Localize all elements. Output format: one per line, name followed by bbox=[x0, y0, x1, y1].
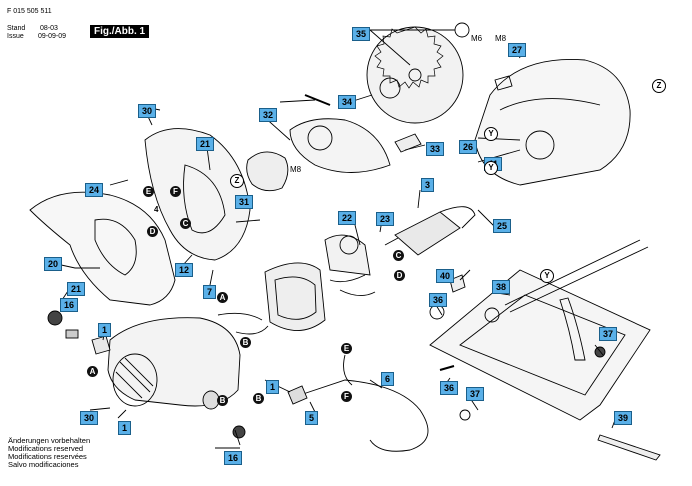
part-tag-33: 33 bbox=[426, 142, 445, 156]
screw-label-m8: M8 bbox=[495, 34, 507, 43]
marker-y: Y bbox=[484, 127, 498, 141]
part-tag-30b: 30 bbox=[80, 411, 99, 425]
note-line: Salvo modificaciones bbox=[8, 460, 79, 469]
part-tag-20: 20 bbox=[44, 257, 63, 271]
marker-a: A bbox=[217, 292, 228, 303]
housing-half bbox=[144, 128, 251, 261]
part-tag-5: 5 bbox=[305, 411, 319, 425]
part-tag-23: 23 bbox=[376, 212, 395, 226]
rip-fence bbox=[597, 434, 661, 461]
part-tag-1: 1 bbox=[98, 323, 112, 337]
marker-c: C bbox=[393, 250, 404, 261]
gear-assembly bbox=[246, 151, 289, 192]
part-tag-22: 22 bbox=[338, 211, 357, 225]
marker-y: Y bbox=[540, 269, 554, 283]
note-line: Modifications reservées bbox=[8, 452, 87, 461]
part-tag-1c: 1 bbox=[118, 421, 132, 435]
part-tag-7: 7 bbox=[203, 285, 217, 299]
note-line: Modifications reserved bbox=[8, 444, 84, 453]
power-cord bbox=[299, 379, 429, 452]
saw-blade bbox=[366, 26, 464, 124]
marker-e: E bbox=[143, 186, 154, 197]
part-tag-38: 38 bbox=[492, 280, 511, 294]
marker-z: Z bbox=[652, 79, 666, 93]
part-tag-21b: 21 bbox=[67, 282, 86, 296]
part-tag-6: 6 bbox=[381, 372, 395, 386]
part-tag-35: 35 bbox=[352, 27, 371, 41]
marker-f: F bbox=[170, 186, 181, 197]
part-tag-24: 24 bbox=[85, 183, 104, 197]
marker-b: B bbox=[253, 393, 264, 404]
lower-blade-guard bbox=[289, 118, 391, 173]
marker-y: Y bbox=[484, 161, 498, 175]
modification-notes: Änderungen vorbehalten Modifications res… bbox=[8, 437, 90, 469]
part-tag-39: 39 bbox=[614, 411, 633, 425]
screw-label-m8: M8 bbox=[290, 165, 302, 174]
base-plate bbox=[429, 239, 651, 421]
part-tag-36b: 36 bbox=[440, 381, 459, 395]
document-number: F 015 505 511 bbox=[7, 8, 52, 15]
part-tag-26: 26 bbox=[459, 140, 478, 154]
part-tag-27: 27 bbox=[508, 43, 527, 57]
part-tag-25: 25 bbox=[493, 219, 512, 233]
part-tag-36: 36 bbox=[429, 293, 448, 307]
part-tag-1b: 1 bbox=[266, 380, 280, 394]
armature bbox=[384, 206, 476, 256]
part-tag-32: 32 bbox=[259, 108, 278, 122]
part-tag-12: 12 bbox=[175, 263, 194, 277]
motor-housing bbox=[107, 317, 241, 407]
screw-label-m6: M6 bbox=[471, 34, 483, 43]
marker-b: B bbox=[240, 337, 251, 348]
marker-e: E bbox=[341, 343, 352, 354]
marker-z: Z bbox=[230, 174, 244, 188]
issue-label: Issue bbox=[7, 33, 24, 40]
part-tag-37: 37 bbox=[599, 327, 618, 341]
part-tag-30: 30 bbox=[138, 104, 157, 118]
part-tag-16: 16 bbox=[60, 298, 79, 312]
marker-b: B bbox=[217, 395, 228, 406]
marker-a: A bbox=[87, 366, 98, 377]
part-tag-37b: 37 bbox=[466, 387, 485, 401]
marker-f: F bbox=[341, 391, 352, 402]
issue-date: 09-09-09 bbox=[38, 33, 67, 40]
part-tag-3: 3 bbox=[421, 178, 435, 192]
marker-c: C bbox=[180, 218, 191, 229]
marker-d: D bbox=[147, 226, 158, 237]
part-tag-40: 40 bbox=[436, 269, 455, 283]
figure-label: Fig./Abb. 1 bbox=[90, 25, 150, 38]
part-tag-31: 31 bbox=[235, 195, 254, 209]
field-coil bbox=[264, 262, 326, 331]
part-tag-34: 34 bbox=[338, 95, 357, 109]
note-line: Änderungen vorbehalten bbox=[8, 436, 91, 445]
stand-value: 08-03 bbox=[40, 25, 58, 32]
part-tag-21: 21 bbox=[196, 137, 215, 151]
part-tag-16b: 16 bbox=[224, 451, 243, 465]
stand-label: Stand bbox=[7, 25, 26, 32]
upper-blade-guard bbox=[474, 59, 631, 186]
bearing-plate bbox=[324, 234, 371, 276]
part-label-4: 4 bbox=[154, 205, 159, 214]
marker-d: D bbox=[394, 270, 405, 281]
